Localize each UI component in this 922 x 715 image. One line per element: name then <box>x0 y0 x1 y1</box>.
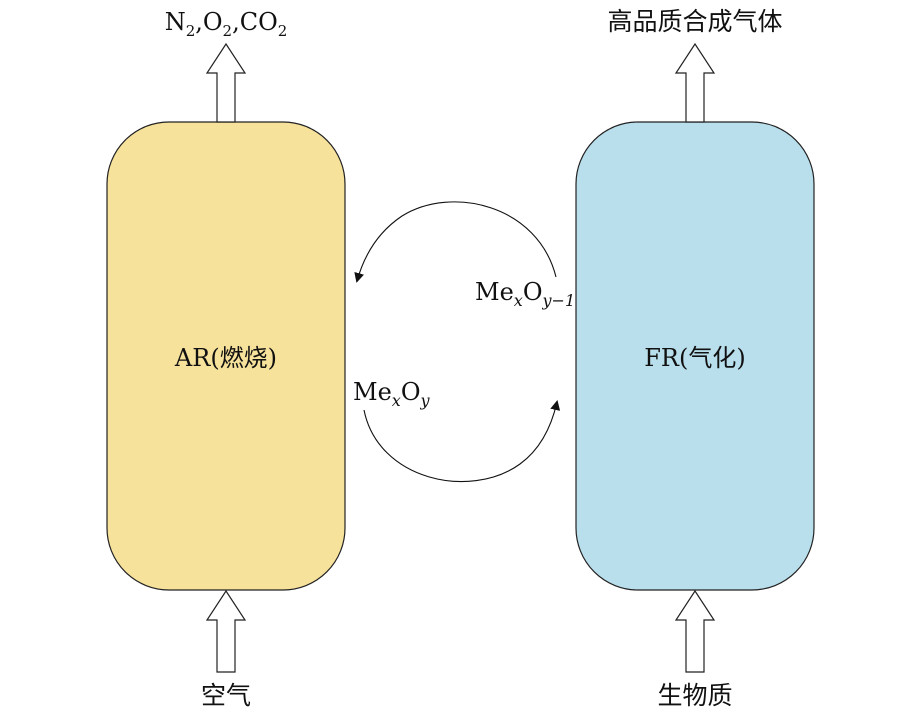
ar-inlet-arrow <box>205 589 247 673</box>
fr-inlet-arrow <box>674 589 716 673</box>
ar-exhaust-label: N2,O2,CO2 <box>165 8 288 40</box>
oxidized-carrier-label: MexOy <box>353 378 431 410</box>
reduced-carrier-label: MexOy−1 <box>475 278 575 310</box>
ar-outlet-arrow <box>205 42 247 123</box>
fuel-reactor-label: FR(气化) <box>644 344 745 372</box>
ar-input-label: 空气 <box>201 681 251 710</box>
oxidized-carrier-transfer-arrow <box>363 400 561 483</box>
air-reactor-label: AR(燃烧) <box>174 344 277 372</box>
fr-outlet-arrow <box>674 42 716 123</box>
fr-product-label: 高品质合成气体 <box>607 7 782 36</box>
reduced-carrier-return-arrow <box>354 201 557 283</box>
fr-input-label: 生物质 <box>657 681 732 710</box>
